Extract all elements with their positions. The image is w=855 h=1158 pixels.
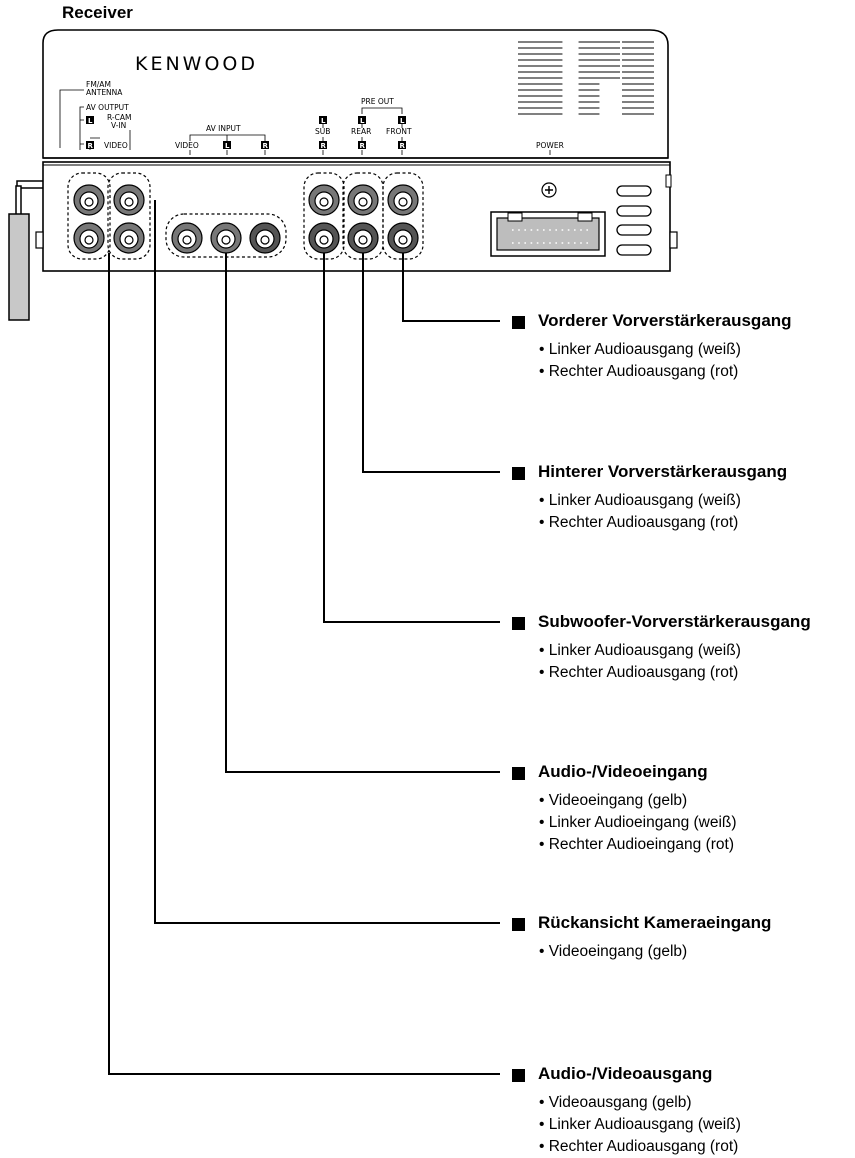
- section-rear-camera-input: Rückansicht Kameraeingang Videoeingang (…: [512, 913, 771, 963]
- jack-front-left: [387, 184, 419, 216]
- svg-text:R: R: [88, 142, 94, 150]
- badge-sub-right: R: [319, 141, 327, 150]
- section-title: Vorderer Vorverstärkerausgang: [538, 311, 792, 330]
- jack-av-out-video: [73, 184, 105, 216]
- badge-front-right: R: [398, 141, 406, 150]
- badge-av-out-right: R: [86, 141, 94, 150]
- svg-text:R: R: [360, 142, 366, 150]
- section-title: Audio-/Videoeingang: [538, 762, 708, 781]
- list-item: Linker Audioausgang (weiß): [539, 1114, 741, 1136]
- label-r-cam: R-CAM: [107, 113, 131, 122]
- jack-av-out-right: [113, 222, 145, 254]
- jack-av-in-left: [210, 222, 242, 254]
- list-item: Linker Audioeingang (weiß): [539, 812, 737, 834]
- label-pre-out: PRE OUT: [361, 97, 394, 106]
- panel-labels: FM/AM ANTENNA AV OUTPUT R-CAM V-IN VIDEO…: [59, 80, 564, 155]
- section-rear-preout: Hinterer Vorverstärkerausgang Linker Aud…: [512, 462, 787, 534]
- badge-rear-left: L: [358, 116, 366, 125]
- badge-av-out-left: L: [86, 116, 94, 125]
- section-title: Subwoofer-Vorverstärkerausgang: [538, 612, 811, 631]
- jack-rear-right: [347, 222, 379, 254]
- power-connector: [490, 211, 606, 257]
- svg-text:L: L: [321, 117, 326, 125]
- list-item: Rechter Audioausgang (rot): [539, 361, 741, 383]
- list-item: Videoausgang (gelb): [539, 1092, 741, 1114]
- bullet-square: [512, 467, 525, 480]
- list-item: Rechter Audioeingang (rot): [539, 834, 737, 856]
- svg-text:L: L: [225, 142, 230, 150]
- connection-lines: [108, 200, 500, 1075]
- vent-slots: [518, 41, 654, 115]
- label-av-input: AV INPUT: [206, 124, 241, 133]
- badge-av-in-right: R: [261, 141, 269, 150]
- list-item: Videoeingang (gelb): [539, 790, 737, 812]
- diagram-title: Receiver: [62, 3, 133, 22]
- jack-front-right: [387, 222, 419, 254]
- bullet-square: [512, 617, 525, 630]
- label-power: POWER: [536, 141, 564, 150]
- list-item: Linker Audioausgang (weiß): [539, 640, 741, 662]
- bullet-square: [512, 1069, 525, 1082]
- list-item: Rechter Audioausgang (rot): [539, 512, 741, 534]
- section-front-preout: Vorderer Vorverstärkerausgang Linker Aud…: [512, 311, 792, 383]
- jack-sub-left: [308, 184, 340, 216]
- list-item: Videoeingang (gelb): [539, 941, 687, 963]
- label-av-output: AV OUTPUT: [86, 103, 129, 112]
- svg-text:R: R: [263, 142, 269, 150]
- section-sub-preout: Subwoofer-Vorverstärkerausgang Linker Au…: [512, 612, 811, 684]
- label-front: FRONT: [386, 127, 412, 136]
- badge-sub-left: L: [319, 116, 327, 125]
- side-vents: [616, 185, 652, 256]
- antenna-cable: [8, 180, 66, 321]
- section-av-output: Audio-/Videoausgang Videoausgang (gelb) …: [512, 1064, 741, 1158]
- label-video-in: VIDEO: [175, 141, 199, 150]
- bullet-square: [512, 316, 525, 329]
- label-antenna: ANTENNA: [86, 88, 123, 97]
- jack-av-in-right: [249, 222, 281, 254]
- label-rear: REAR: [351, 127, 371, 136]
- jack-r-cam-video: [113, 184, 145, 216]
- label-fm-am: FM/AM: [86, 80, 111, 89]
- svg-text:R: R: [400, 142, 406, 150]
- brand-logo: KENWOOD: [135, 53, 258, 75]
- jack-av-out-left: [73, 222, 105, 254]
- channel-badges: L R L R L L L R R R: [86, 116, 406, 150]
- section-title: Rückansicht Kameraeingang: [538, 913, 772, 932]
- svg-text:L: L: [400, 117, 405, 125]
- label-video: VIDEO: [104, 141, 128, 150]
- screw-icon: [541, 182, 557, 198]
- list-item: Rechter Audioausgang (rot): [539, 662, 741, 684]
- badge-front-left: L: [398, 116, 406, 125]
- label-sub: SUB: [315, 127, 330, 136]
- badge-rear-right: R: [358, 141, 366, 150]
- svg-text:L: L: [88, 117, 93, 125]
- label-v-in: V-IN: [111, 121, 126, 130]
- list-item: Linker Audioausgang (weiß): [539, 339, 741, 361]
- jack-sub-right: [308, 222, 340, 254]
- jack-rear-left: [347, 184, 379, 216]
- badge-av-in-left: L: [223, 141, 231, 150]
- section-title: Hinterer Vorverstärkerausgang: [538, 462, 788, 481]
- jack-av-in-video: [171, 222, 203, 254]
- bullet-square: [512, 767, 525, 780]
- section-title: Audio-/Videoausgang: [538, 1064, 713, 1083]
- list-item: Linker Audioausgang (weiß): [539, 490, 741, 512]
- section-av-input: Audio-/Videoeingang Videoeingang (gelb) …: [512, 762, 737, 856]
- svg-text:L: L: [360, 117, 365, 125]
- list-item: Rechter Audioausgang (rot): [539, 1136, 741, 1158]
- svg-text:R: R: [321, 142, 327, 150]
- bullet-square: [512, 918, 525, 931]
- rca-jacks: [73, 184, 419, 254]
